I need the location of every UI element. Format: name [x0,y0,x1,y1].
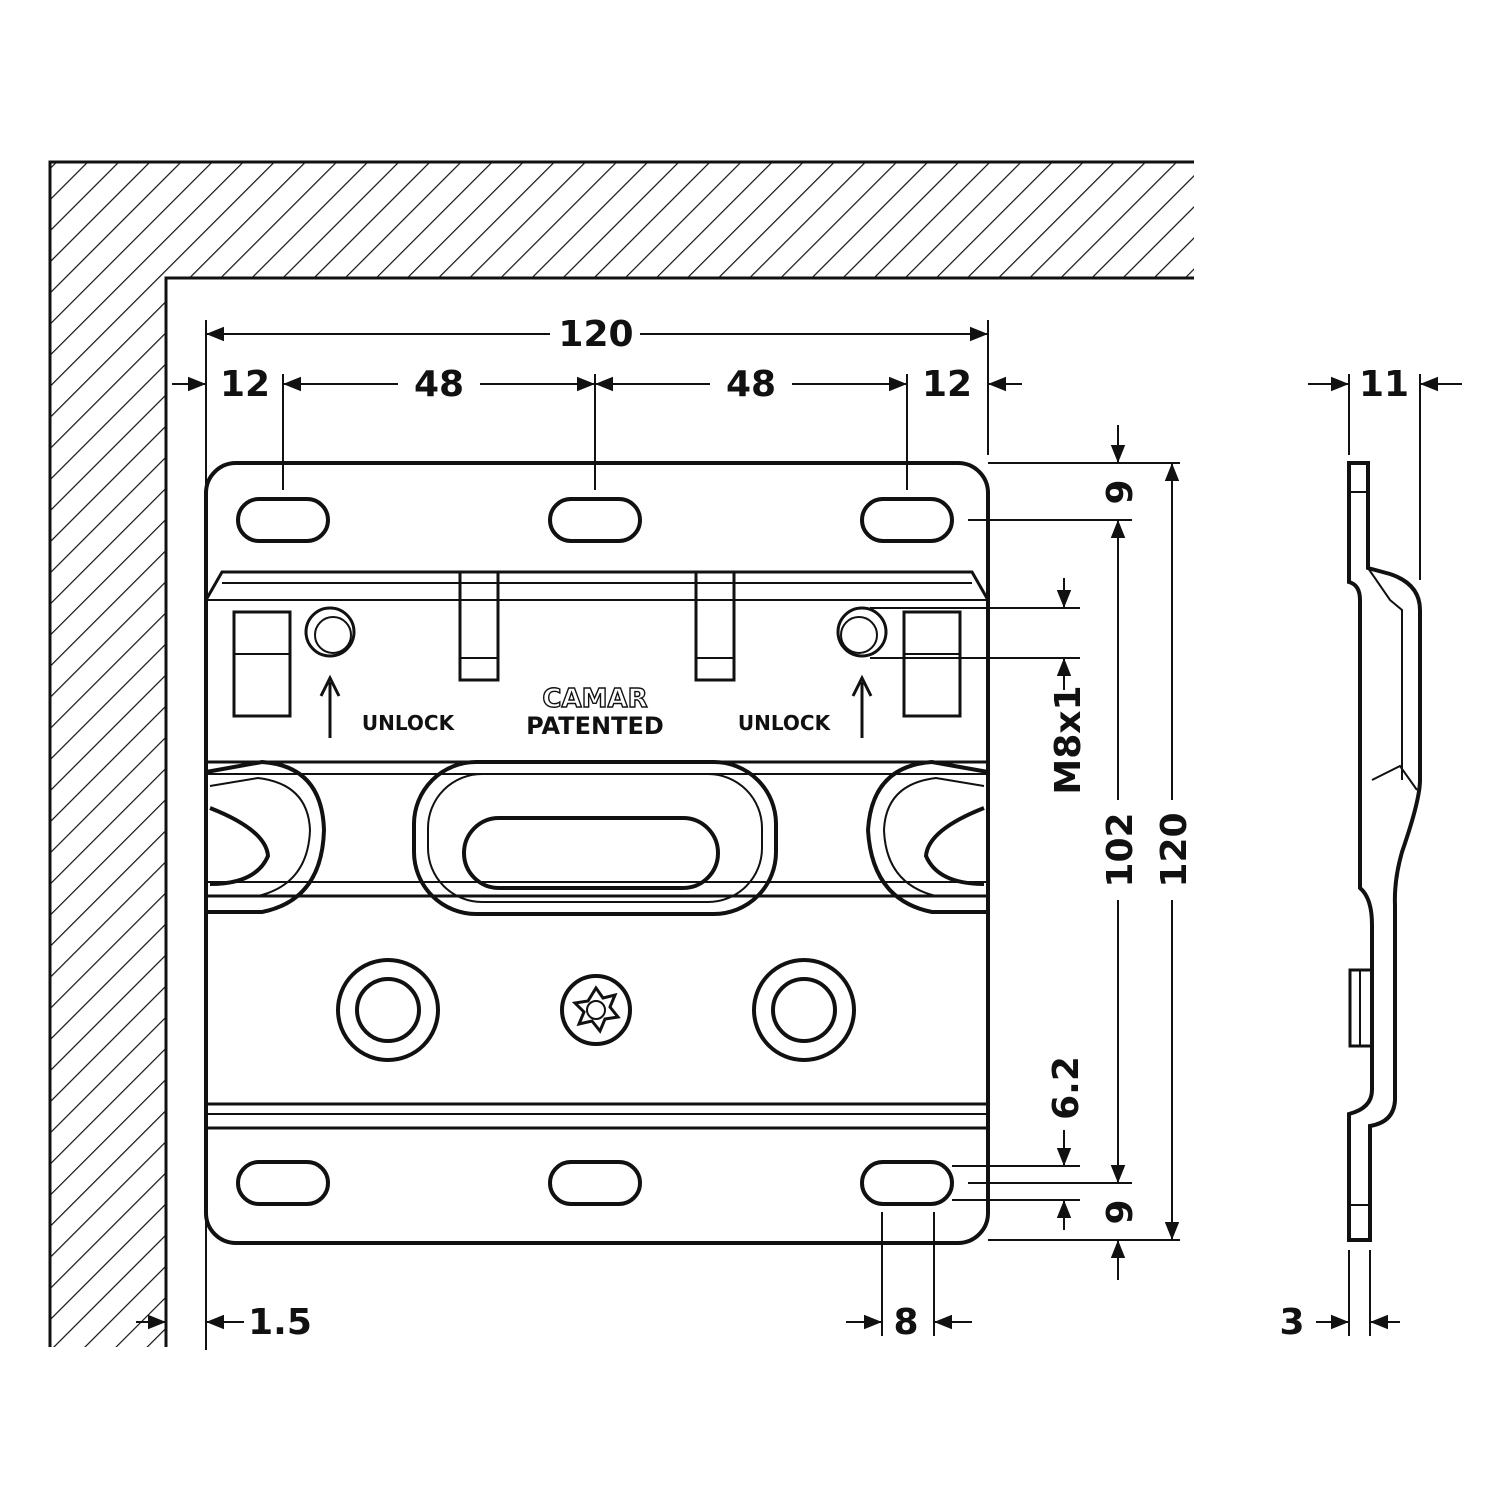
cabinet-section [48,160,1194,1347]
upper-panel: UNLOCK UNLOCK CAMAR PATENTED [204,570,990,740]
dim-plate-thickness: 3 [1279,1302,1304,1343]
unlock-label-left: UNLOCK [362,711,456,735]
hanging-loop-center [412,760,778,916]
dim-wall-gap: 1.5 [248,1302,312,1343]
hook-right [694,570,736,682]
arrow-up-icon [851,674,873,738]
side-profile [1347,461,1422,1242]
top-slots [236,497,954,543]
dim-bottom-margin: 9 [1100,1199,1141,1224]
dim-top-margin: 9 [1100,479,1141,504]
slot-top-right [860,497,954,543]
dim-overall-height: 120 [1154,812,1195,887]
dim-inner-height: 102 [1100,812,1141,887]
dim-edge-left: 12 [220,364,270,405]
dim-pitch-left: 48 [414,364,464,405]
bottom-slots [236,1160,954,1206]
dim-pitch-right: 48 [726,364,776,405]
slot-top-center [548,497,642,543]
top-panel-hatch [166,162,1194,278]
patented-label: PATENTED [526,712,664,740]
hanging-loop-left [205,759,327,914]
dim-side-thickness: 11 [1359,364,1409,405]
adjust-screw-left [304,606,356,658]
slot-bottom-center [548,1160,642,1206]
panel-outline [48,160,1194,1347]
dim-overall-width: 120 [558,314,633,355]
lock-block-left [232,610,292,718]
dim-thread: M8x1 [1048,685,1089,794]
brand-logo: CAMAR [542,684,647,714]
hanging-loop-right [865,759,989,914]
arrow-up-icon [319,674,341,738]
hook-left [458,570,500,682]
hanging-band [205,759,989,916]
side-panel-hatch [50,162,166,1347]
fixing-area [206,958,988,1130]
dim-slot-width: 8 [893,1302,918,1343]
slot-bottom-left [236,1160,330,1206]
dim-slot-spacing: 6.2 [1046,1056,1087,1120]
screw-hole-right [752,958,856,1062]
dim-edge-right: 12 [922,364,972,405]
screw-hole-left [336,958,440,1062]
unlock-label-right: UNLOCK [738,711,832,735]
slot-top-left [236,497,330,543]
adjust-screw-right [836,606,888,658]
torx-bolt-icon [560,974,632,1046]
bracket-front-view: UNLOCK UNLOCK CAMAR PATENTED [204,461,990,1245]
bracket-side-view [1347,461,1422,1242]
slot-bottom-right [860,1160,954,1206]
loop-opening-center [462,816,720,890]
dimension-lines: 120 12 48 48 12 11 9 102 9 [136,314,1462,1350]
lock-block-right [902,610,962,718]
